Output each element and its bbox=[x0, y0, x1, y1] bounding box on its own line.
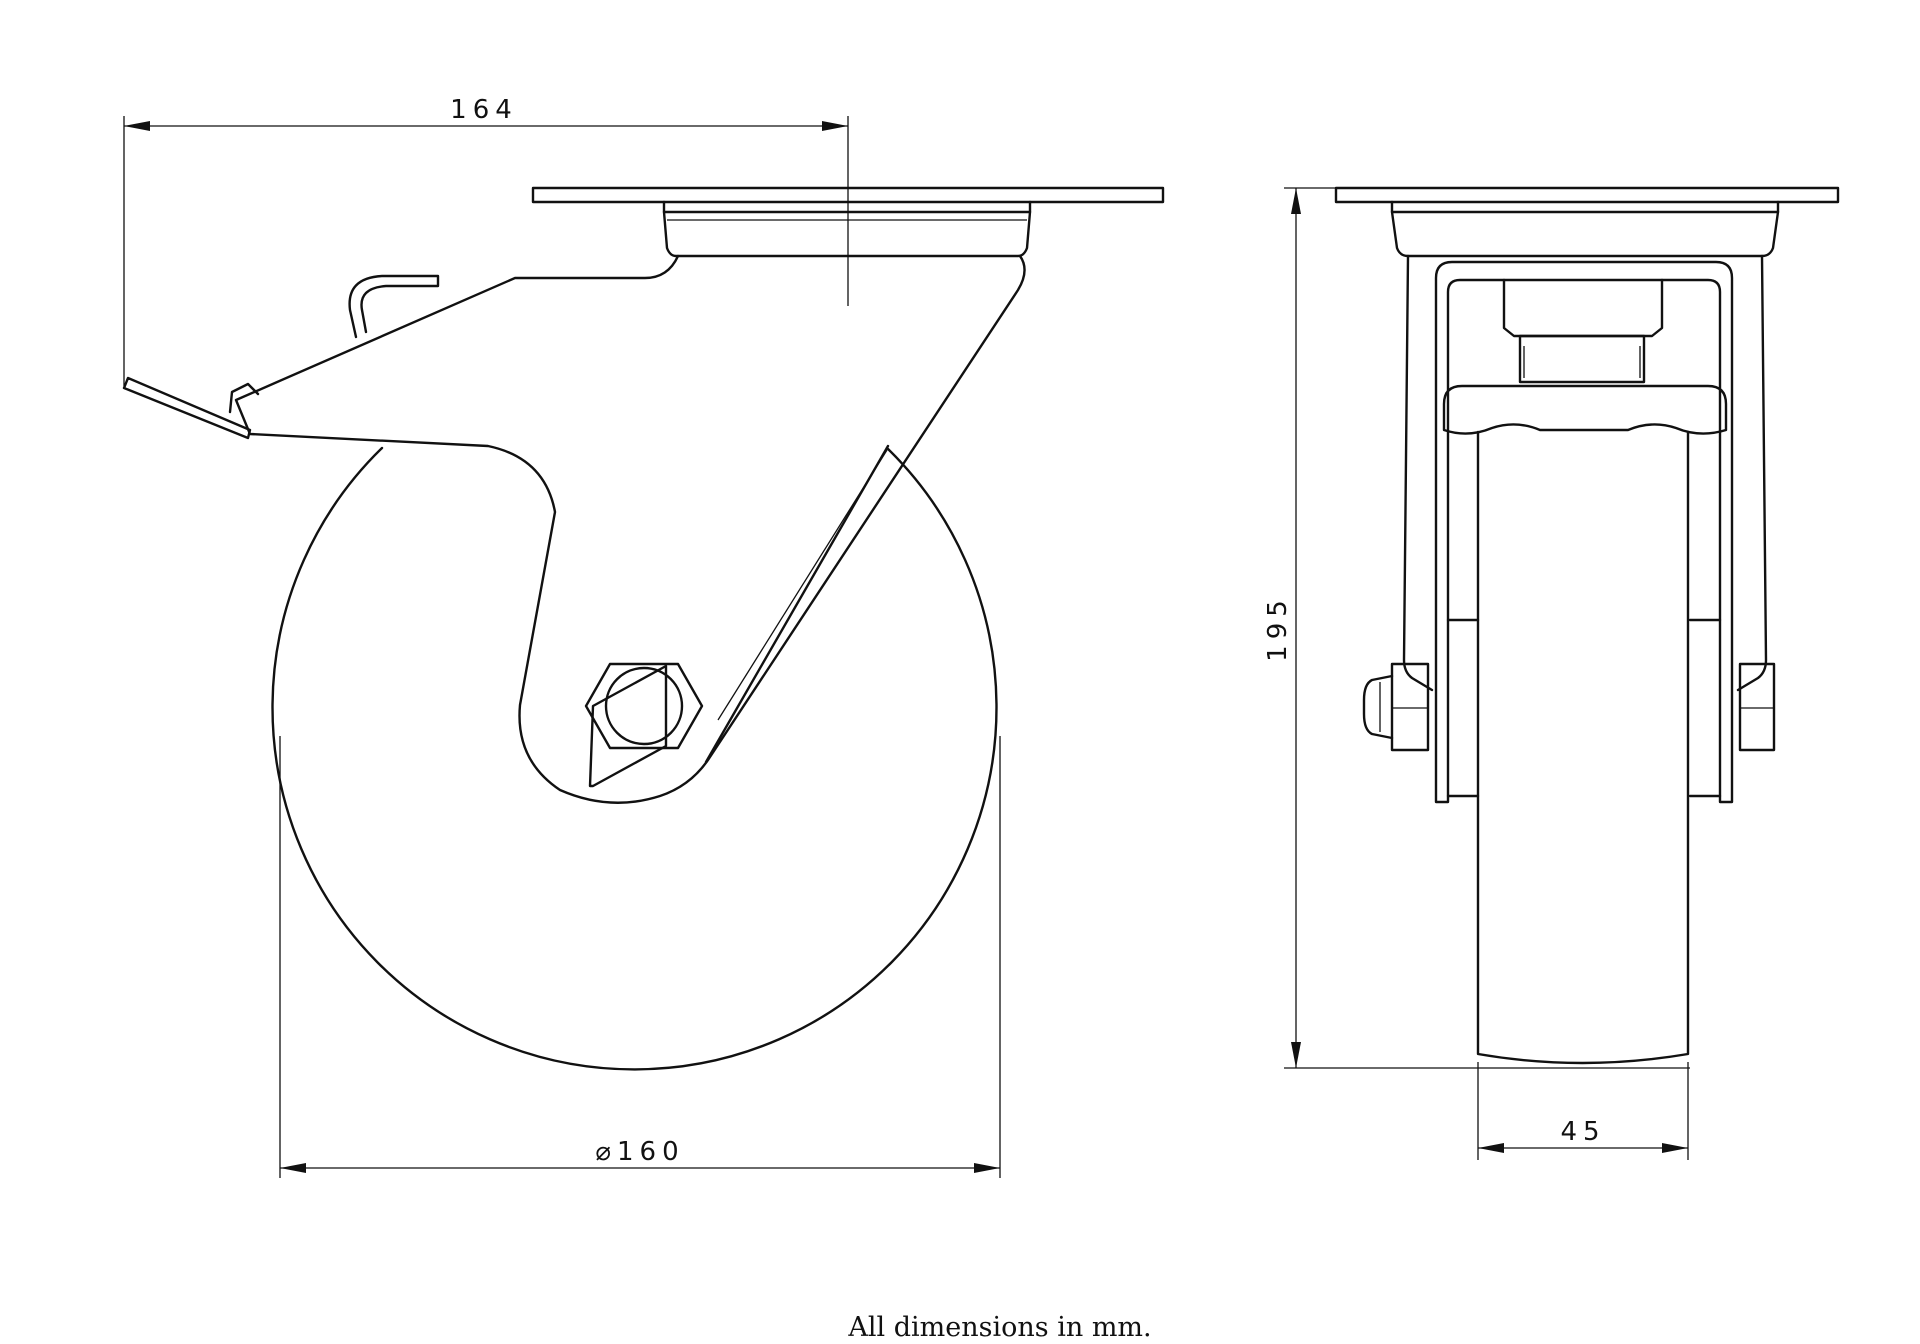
fork-body bbox=[234, 254, 1026, 804]
axle-hex-nut bbox=[588, 664, 668, 788]
kingpin-block bbox=[1502, 278, 1664, 338]
front-swivel-cup bbox=[1390, 200, 1780, 214]
brake-pedal bbox=[122, 376, 252, 440]
dim-overall-width: 164 bbox=[450, 95, 518, 125]
swivel-race bbox=[662, 200, 1032, 214]
front-view bbox=[1334, 186, 1840, 1065]
dimension-lines: 164 ⌀160 195 45 bbox=[123, 95, 1690, 1178]
front-fork-inner bbox=[1434, 260, 1734, 804]
wheel-outline bbox=[271, 446, 998, 1071]
front-tyre bbox=[1476, 430, 1690, 1065]
left-axle-nut bbox=[1390, 662, 1430, 752]
front-hub-cap bbox=[1442, 384, 1728, 435]
right-axle-nut bbox=[1738, 662, 1776, 752]
dim-wheel-width: 45 bbox=[1560, 1117, 1605, 1147]
dim-overall-height: 195 bbox=[1263, 594, 1293, 662]
swivel-cup bbox=[662, 210, 1032, 258]
units-footnote: All dimensions in mm. bbox=[848, 1312, 1152, 1343]
front-top-plate bbox=[1334, 186, 1840, 204]
dim-wheel-diameter: ⌀160 bbox=[595, 1137, 684, 1167]
brake-hook bbox=[348, 274, 440, 339]
brake-catch bbox=[228, 382, 260, 414]
front-fork-outer bbox=[1402, 254, 1768, 692]
